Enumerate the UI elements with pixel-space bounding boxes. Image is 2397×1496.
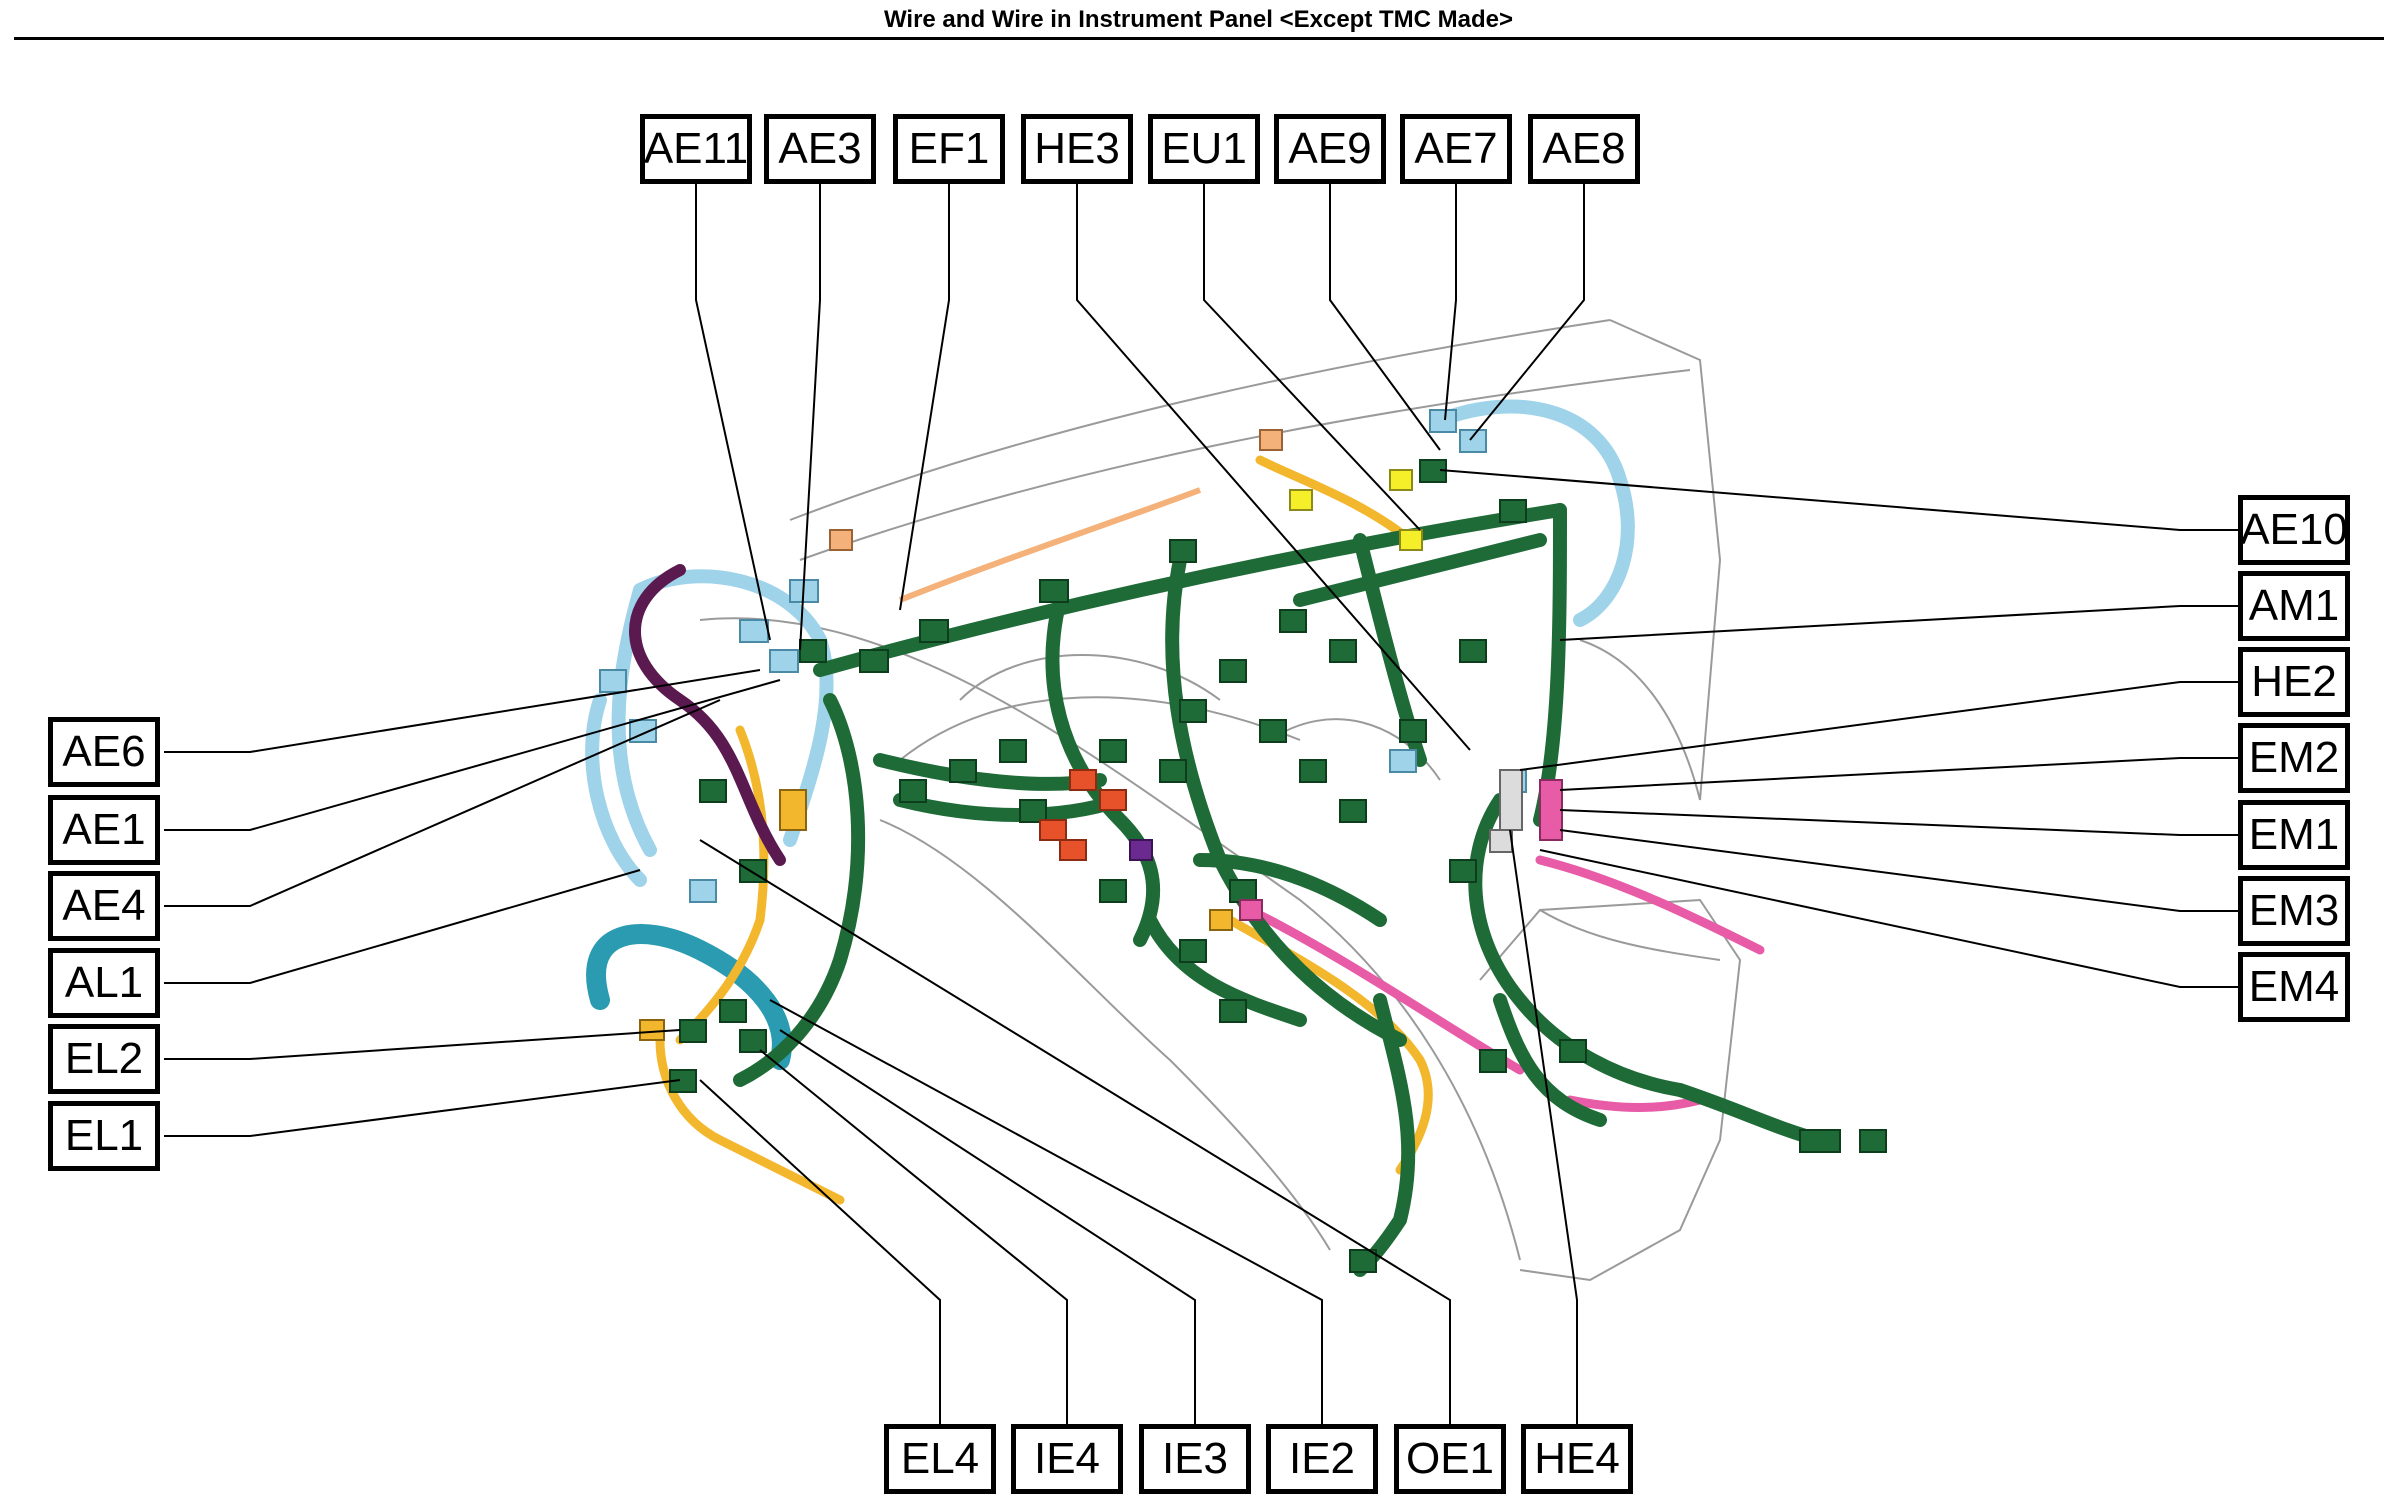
connector-label-ie4: IE4 (1011, 1424, 1123, 1494)
connector-label-ae10: AE10 (2238, 495, 2350, 565)
connector-label-el1: EL1 (48, 1101, 160, 1171)
connector-label-ae9: AE9 (1274, 114, 1386, 184)
instrument-panel-outline (699, 319, 1742, 1282)
main-green-harness (733, 503, 1827, 1277)
connector-label-em1: EM1 (2238, 800, 2350, 870)
connector-label-he4: HE4 (1521, 1424, 1633, 1494)
leader-lines (164, 184, 2240, 1428)
connector-label-am1: AM1 (2238, 571, 2350, 641)
connector-label-ae3: AE3 (764, 114, 876, 184)
connector-label-ae6: AE6 (48, 717, 160, 787)
connector-label-he2: HE2 (2238, 647, 2350, 717)
connector-label-ae1: AE1 (48, 795, 160, 865)
connector-label-ae8: AE8 (1528, 114, 1640, 184)
connector-label-he3: HE3 (1021, 114, 1133, 184)
connector-label-oe1: OE1 (1394, 1424, 1506, 1494)
connector-label-eu1: EU1 (1148, 114, 1260, 184)
connector-label-em3: EM3 (2238, 876, 2350, 946)
connector-label-el2: EL2 (48, 1024, 160, 1094)
page-title: Wire and Wire in Instrument Panel <Excep… (883, 6, 1514, 33)
connector-label-em4: EM4 (2238, 952, 2350, 1022)
purple-harness (629, 564, 786, 866)
connector-label-ae11: AE11 (640, 114, 752, 184)
connector-label-el4: EL4 (884, 1424, 996, 1494)
connector-label-ie3: IE3 (1139, 1424, 1251, 1494)
connector-label-ae4: AE4 (48, 871, 160, 941)
connector-label-ef1: EF1 (893, 114, 1005, 184)
connector-label-ie2: IE2 (1266, 1424, 1378, 1494)
connectors (599, 409, 1887, 1273)
peach-harness (898, 487, 1202, 603)
title-rule (14, 37, 2384, 40)
connector-label-em2: EM2 (2238, 723, 2350, 793)
connector-label-ae7: AE7 (1400, 114, 1512, 184)
teal-harness (586, 924, 792, 1070)
connector-label-al1: AL1 (48, 948, 160, 1018)
